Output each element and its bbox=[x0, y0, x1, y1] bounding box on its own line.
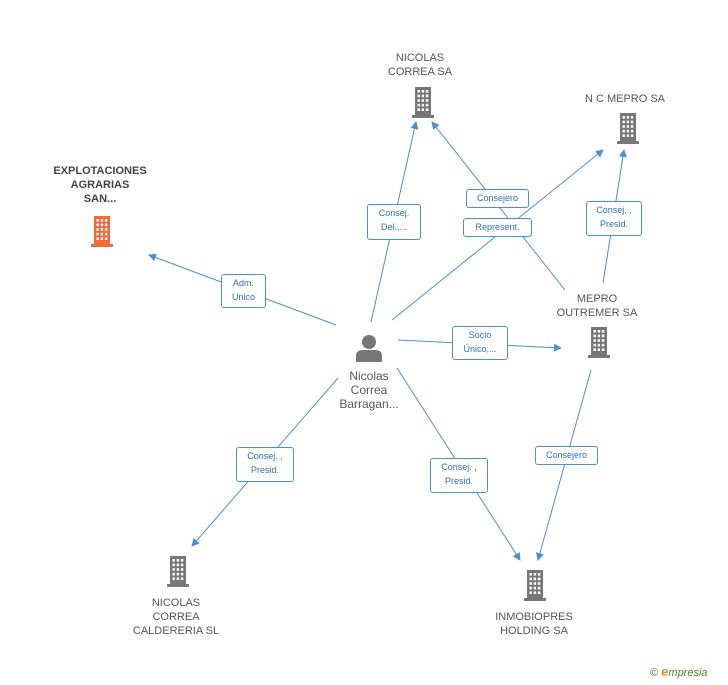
edge-label-consej-presid-mid: Consej. , Presid. bbox=[430, 458, 488, 493]
node-label-mepro-outremer[interactable]: MEPRO OUTREMER SA bbox=[556, 293, 638, 319]
edge-label-consej-del: Consej. Del.,... bbox=[367, 204, 421, 240]
building-icon[interactable] bbox=[412, 87, 434, 118]
node-label-nc-mepro[interactable]: N C MEPRO SA bbox=[584, 93, 666, 105]
building-icon[interactable] bbox=[524, 570, 546, 601]
person-icon[interactable] bbox=[356, 335, 382, 362]
edge-label-socio-unico: Socio Único,... bbox=[452, 326, 508, 360]
node-label-inmobiopres[interactable]: INMOBIOPRES HOLDING SA bbox=[495, 611, 573, 637]
edge-label-consej-presid-top: Consej. , Presid. bbox=[586, 201, 642, 236]
edge-label-adm-unico: Adm. Unico bbox=[221, 274, 266, 308]
building-icon[interactable] bbox=[588, 327, 610, 358]
icons-layer bbox=[91, 87, 639, 601]
building-icon[interactable] bbox=[91, 216, 113, 247]
node-label-explotaciones[interactable]: EXPLOTACIONES AGRARIAS SAN... bbox=[53, 165, 147, 205]
building-icon[interactable] bbox=[167, 556, 189, 587]
node-label-person[interactable]: Nicolas Correa Barragan... bbox=[339, 369, 399, 411]
edge-label-consej-presid-left: Consej. , Presid. bbox=[236, 447, 294, 482]
edge-label-consejero-top: Consejero bbox=[466, 189, 529, 208]
edge-line-e_consejero_bottom bbox=[536, 369, 592, 561]
building-icon[interactable] bbox=[617, 113, 639, 144]
empresia-logo: © empresia bbox=[650, 664, 708, 679]
brand-name: mpresia bbox=[668, 667, 708, 679]
brand-initial: e bbox=[661, 664, 669, 679]
edge-label-consejero-bottom: Consejero bbox=[535, 446, 598, 465]
copyright-symbol: © bbox=[650, 667, 659, 679]
edge-label-represent: Represent. bbox=[463, 218, 532, 237]
edges-layer bbox=[148, 121, 627, 561]
node-label-nicolas-correa-sa[interactable]: NICOLAS CORREA SA bbox=[387, 52, 453, 78]
node-label-nicolas-correa-caldereria[interactable]: NICOLAS CORREA CALDERERIA SL bbox=[132, 597, 220, 637]
